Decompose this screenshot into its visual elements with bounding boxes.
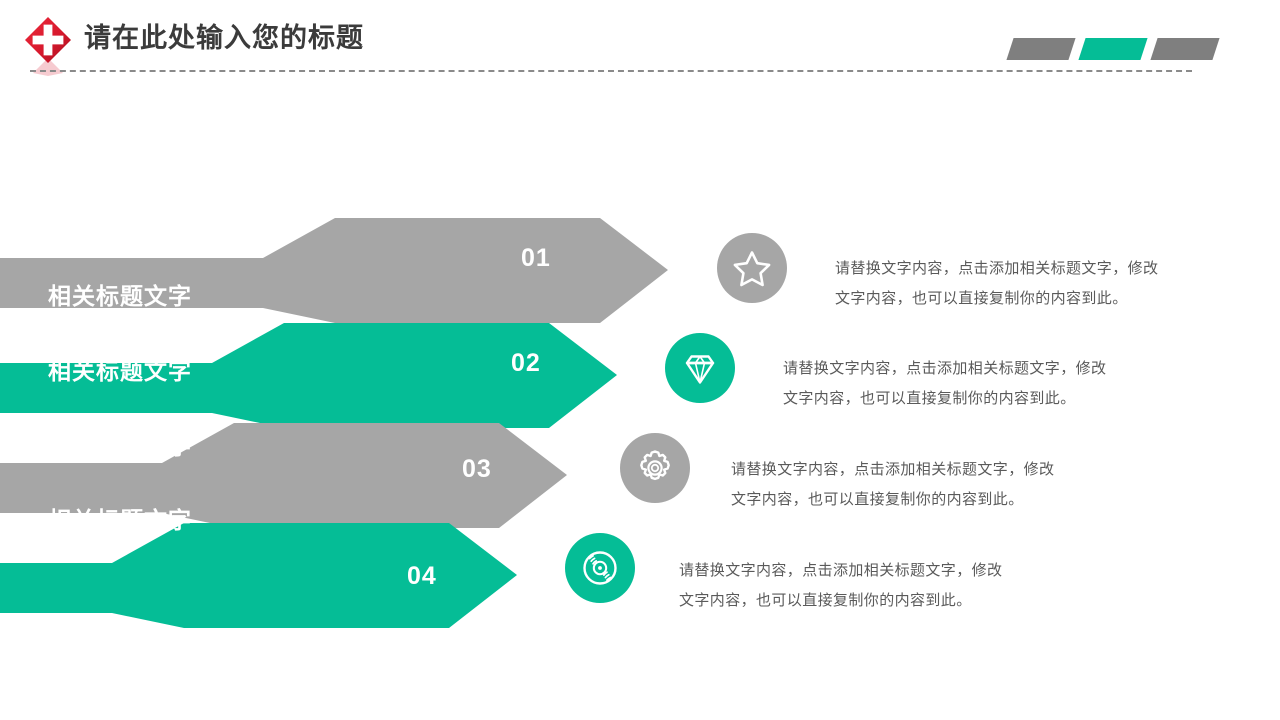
diamond-gem-icon[interactable] — [665, 333, 735, 403]
bar-number-01: 01 — [521, 244, 551, 272]
bar-title-04: 相关标题文字 — [48, 507, 192, 533]
header-chip-gray-right — [1150, 38, 1220, 60]
bar-number-02: 02 — [511, 349, 541, 377]
bar-title-03: 相关标题文字 — [48, 433, 192, 459]
body-text-03: 请替换文字内容，点击添加相关标题文字，修改 文字内容，也可以直接复制你的内容到此… — [731, 461, 1055, 508]
bar-number-04: 04 — [407, 562, 437, 590]
gear-icon[interactable] — [620, 433, 690, 503]
bar-title-01: 相关标题文字 — [48, 283, 192, 309]
page-title: 请在此处输入您的标题 — [84, 23, 364, 53]
arrow-bar-03[interactable] — [0, 420, 580, 535]
header-chip-gray-left — [1006, 38, 1076, 60]
header-divider — [30, 70, 1192, 72]
slide-header: 请在此处输入您的标题 — [0, 0, 1280, 80]
star-icon[interactable] — [717, 233, 787, 303]
arrow-bar-01[interactable] — [0, 215, 700, 330]
header-chip-teal — [1078, 38, 1148, 60]
body-text-02: 请替换文字内容，点击添加相关标题文字，修改 文字内容，也可以直接复制你的内容到此… — [783, 360, 1107, 407]
vinyl-record-icon[interactable] — [565, 533, 635, 603]
logo-reflection — [30, 58, 66, 76]
bar-number-03: 03 — [462, 455, 492, 483]
body-text-04: 请替换文字内容，点击添加相关标题文字，修改 文字内容，也可以直接复制你的内容到此… — [679, 562, 1003, 609]
arrow-bar-02[interactable] — [0, 320, 640, 435]
bar-title-02: 相关标题文字 — [48, 358, 192, 384]
medical-cross-diamond-icon — [24, 16, 72, 64]
body-text-01: 请替换文字内容，点击添加相关标题文字，修改 文字内容，也可以直接复制你的内容到此… — [835, 260, 1159, 307]
arrow-bar-04[interactable] — [0, 520, 530, 635]
